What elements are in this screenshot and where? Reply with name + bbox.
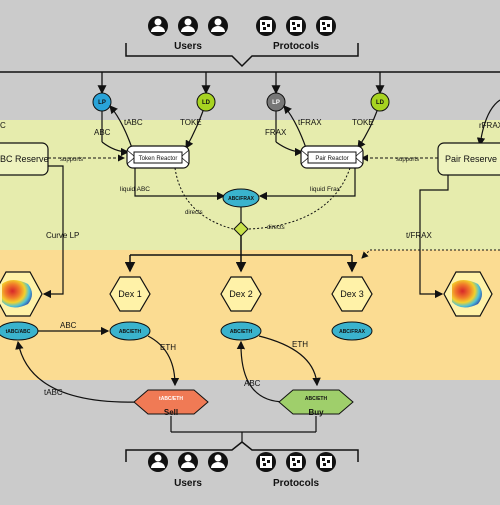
lp-token-right: LP (266, 92, 286, 112)
bottom-brace (125, 441, 359, 462)
top-users-label: Users (174, 41, 202, 52)
top-protocol-icon-3 (316, 16, 336, 36)
ld-token-right: LD (370, 92, 390, 112)
svg-text:tABC/ABC: tABC/ABC (6, 329, 31, 335)
ld-token-left: LD (196, 92, 216, 112)
bottom-protocol-icon-3 (316, 452, 336, 472)
abc-mid-label: ABC (60, 321, 77, 330)
svg-text:ABC/ETH: ABC/ETH (119, 329, 142, 335)
supports-left-label: supports (60, 157, 83, 163)
abc-eth-pool-2: ABC/ETH (220, 321, 262, 341)
bottom-protocol-icon-2 (286, 452, 306, 472)
t-frax-label: t/FRAX (406, 231, 432, 240)
green-band (0, 120, 500, 250)
directs-left-label: directs (185, 210, 203, 216)
bottom-user-icon-3 (208, 452, 228, 472)
liquid-abc-label: liquid ABC (120, 186, 150, 193)
svg-text:ABC/ETH: ABC/ETH (230, 329, 253, 335)
abc-reserve-box: BC Reserve (0, 142, 49, 176)
lp-token-left: LP (92, 92, 112, 112)
tabc-abc-pool: tABC/ABC (0, 321, 39, 341)
svg-text:Pair Reactor: Pair Reactor (315, 156, 348, 162)
directs-right-label: directs (267, 225, 285, 231)
abc-frax-pool-top: ABC/FRAX (222, 188, 260, 208)
svg-text:LP: LP (98, 100, 106, 106)
tabc-label: tABC (124, 118, 143, 127)
buy-action: ABC/ETH Buy (278, 389, 354, 417)
curve-hexagon-left (0, 271, 43, 317)
toke-right-label: TOKE (352, 118, 374, 127)
pair-reactor-box: Pair Reactor (300, 145, 364, 169)
svg-text:Dex 2: Dex 2 (229, 289, 253, 299)
bottom-protocols-label: Protocols (273, 478, 320, 489)
svg-text:ABC/FRAX: ABC/FRAX (339, 329, 365, 335)
gray-band-top (0, 0, 500, 120)
eth-right-label: ETH (292, 340, 308, 349)
pair-reserve-box: Pair Reserve (437, 142, 500, 176)
svg-text:Token Reactor: Token Reactor (139, 156, 178, 162)
gray-band-bottom (0, 380, 500, 500)
svg-text:LP: LP (272, 100, 280, 106)
curve-lp-label: Curve LP (46, 231, 79, 240)
token-reactor-box: Token Reactor (126, 145, 190, 169)
svg-text:Dex 1: Dex 1 (118, 289, 142, 299)
curve-hexagon-right (443, 271, 493, 317)
abc-lower-label: ABC (244, 379, 261, 388)
top-protocols-label: Protocols (273, 41, 320, 52)
svg-text:Sell: Sell (164, 408, 178, 417)
svg-text:BC Reserve: BC Reserve (0, 154, 49, 164)
toke-left-label: TOKE (180, 118, 202, 127)
svg-text:Pair Reserve: Pair Reserve (445, 154, 497, 164)
svg-text:ABC/ETH: ABC/ETH (305, 396, 328, 402)
sell-action: tABC/ETH Sell (133, 389, 209, 417)
rfrax-label: rFRAX (479, 121, 500, 130)
abc-frax-pool-bottom: ABC/FRAX (331, 321, 373, 341)
abc-eth-pool-1: ABC/ETH (109, 321, 151, 341)
abc-label: ABC (94, 128, 111, 137)
liquid-frax-label: liquid Frax (310, 186, 341, 193)
eth-left-label: ETH (160, 343, 176, 352)
dex-2-hexagon: Dex 2 (220, 276, 262, 312)
svg-text:Buy: Buy (308, 408, 324, 417)
svg-text:LD: LD (376, 100, 385, 106)
svg-text:ABC/FRAX: ABC/FRAX (228, 196, 254, 202)
bottom-protocol-icon-1 (256, 452, 276, 472)
top-protocol-icon-1 (256, 16, 276, 36)
top-user-icon-2 (178, 16, 198, 36)
c-partial-label: C (0, 121, 6, 130)
top-user-icon-1 (148, 16, 168, 36)
bottom-users-label: Users (174, 478, 202, 489)
tabc-lower-label: tABC (44, 388, 63, 397)
dex-3-hexagon: Dex 3 (331, 276, 373, 312)
svg-text:Dex 3: Dex 3 (340, 289, 364, 299)
svg-text:LD: LD (202, 100, 211, 106)
top-brace (125, 43, 359, 68)
bottom-user-icon-2 (178, 452, 198, 472)
dex-1-hexagon: Dex 1 (109, 276, 151, 312)
svg-text:tABC/ETH: tABC/ETH (159, 396, 183, 402)
frax-label: FRAX (265, 128, 287, 137)
bottom-user-icon-1 (148, 452, 168, 472)
supports-right-label: supports (396, 157, 419, 163)
top-user-icon-3 (208, 16, 228, 36)
tfrax-label: tFRAX (298, 118, 322, 127)
top-protocol-icon-2 (286, 16, 306, 36)
orange-band (0, 250, 500, 380)
